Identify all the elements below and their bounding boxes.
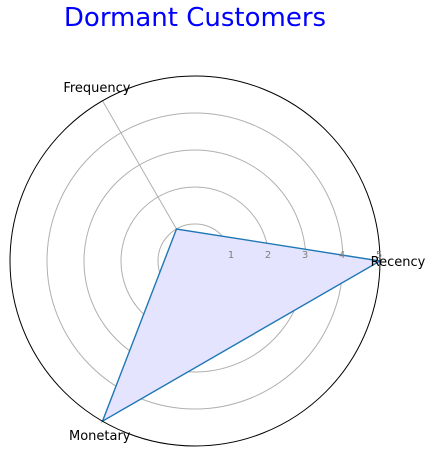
r-tick-label: 5 — [376, 250, 382, 261]
r-tick-label: 3 — [302, 250, 308, 261]
outer-frame — [9, 75, 381, 447]
axis-label: Monetary — [69, 429, 131, 444]
series-area — [102, 229, 380, 422]
axis-label: Recency — [371, 255, 426, 270]
series-line — [101, 228, 383, 423]
chart-title: Dormant Customers — [63, 3, 327, 33]
axis-label: Frequency — [63, 81, 130, 96]
r-tick-label: 4 — [339, 250, 345, 261]
r-tick-label: 2 — [265, 250, 271, 261]
r-tick-label: 1 — [228, 250, 234, 261]
